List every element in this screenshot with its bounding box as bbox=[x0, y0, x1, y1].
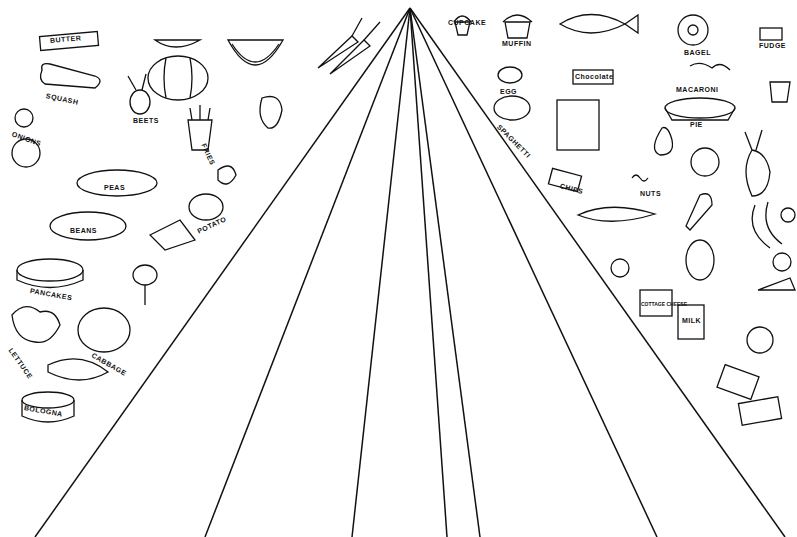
butter-sketch bbox=[40, 31, 99, 50]
tomato-sketch bbox=[773, 253, 791, 271]
chocolate-bar bbox=[573, 70, 613, 84]
squash-sketch bbox=[41, 64, 100, 88]
pear-sketch bbox=[654, 128, 672, 156]
food-label: BUTTER bbox=[50, 34, 82, 45]
pyramid-line bbox=[410, 8, 657, 537]
cabbage-sketch bbox=[78, 308, 130, 352]
food-label: CHIPS bbox=[559, 182, 584, 196]
food-label: FUDGE bbox=[759, 42, 786, 50]
fries-sketch bbox=[188, 105, 212, 150]
watermelon-rind bbox=[232, 44, 279, 62]
grapes-sketch bbox=[781, 208, 795, 222]
carrot-sketch bbox=[318, 36, 370, 74]
yogurt-cup bbox=[770, 82, 790, 102]
pancakes-stack bbox=[17, 270, 83, 288]
pyramid-line bbox=[410, 8, 785, 537]
steak-sketch bbox=[686, 240, 714, 280]
apple-sketch bbox=[747, 327, 773, 353]
beet-sketch bbox=[130, 90, 150, 114]
pyramid-line bbox=[205, 8, 410, 537]
spaghetti-plate bbox=[494, 96, 530, 120]
pyramid-lines bbox=[35, 8, 785, 537]
bagel-sketch bbox=[678, 15, 708, 45]
food-label: Chocolate bbox=[575, 73, 613, 81]
bagel-hole bbox=[688, 25, 698, 35]
food-label: ONIONS bbox=[11, 130, 43, 148]
food-label: EGG bbox=[500, 88, 517, 96]
nuts-sketch bbox=[632, 175, 648, 181]
pie-dish bbox=[665, 108, 735, 120]
food-label: PEAS bbox=[104, 184, 125, 192]
food-label: MUFFIN bbox=[502, 40, 531, 48]
pyramid-line bbox=[410, 8, 447, 537]
orange-sketch bbox=[691, 148, 719, 176]
beet-leaves bbox=[128, 74, 146, 90]
broccoli-sketch bbox=[133, 265, 157, 305]
food-label: COTTAGE CHEESE bbox=[641, 300, 687, 308]
egg-sketch bbox=[498, 67, 522, 83]
food-label: MACARONI bbox=[676, 86, 719, 94]
milk-carton bbox=[678, 305, 704, 339]
food-label: BAGEL bbox=[684, 49, 711, 57]
pumpkin-sketch bbox=[148, 56, 208, 100]
food-label: POTATO bbox=[196, 215, 227, 235]
food-label: MILK bbox=[682, 317, 701, 325]
bread-loaf bbox=[738, 397, 781, 426]
beans-plate bbox=[50, 212, 126, 240]
pyramid-line bbox=[410, 8, 480, 537]
food-label: SQUASH bbox=[45, 92, 79, 107]
food-label: FRIES bbox=[199, 142, 216, 166]
food-label: BEANS bbox=[70, 227, 97, 235]
food-sketches bbox=[12, 15, 795, 426]
food-label: NUTS bbox=[640, 190, 661, 198]
cookie-sketch bbox=[611, 259, 629, 277]
pumpkin-ribs bbox=[164, 58, 192, 98]
pyramid-line bbox=[35, 8, 410, 537]
pretzel-sketch bbox=[218, 166, 236, 184]
pineapple-sketch bbox=[745, 130, 770, 196]
food-label: BOLOGNA bbox=[23, 404, 63, 419]
icecream-cone bbox=[758, 278, 795, 290]
potato-sketch bbox=[189, 194, 223, 220]
avocado-sketch bbox=[155, 40, 200, 47]
carrot-tops bbox=[352, 18, 380, 40]
bologna-stack bbox=[22, 400, 74, 422]
drumstick-sketch bbox=[686, 194, 712, 230]
food-label: PANCAKES bbox=[29, 287, 73, 302]
food-label: PIE bbox=[690, 121, 703, 129]
fudge-sketch bbox=[760, 28, 782, 40]
food-label: CUPCAKE bbox=[448, 19, 486, 27]
muffin-sketch bbox=[503, 15, 532, 38]
fish-sketch bbox=[560, 15, 638, 34]
pancakes-sketch bbox=[17, 259, 83, 281]
cheese-sketch bbox=[150, 220, 195, 250]
macaroni-sketch bbox=[690, 63, 730, 70]
strawberry-sketch bbox=[260, 97, 282, 129]
onion-sketch bbox=[15, 109, 33, 127]
food-label: LETTUCE bbox=[7, 347, 34, 381]
peas-plate bbox=[77, 170, 157, 196]
pie-sketch bbox=[665, 98, 735, 118]
corn-sketch bbox=[578, 207, 655, 221]
pyramid-line bbox=[352, 8, 410, 537]
banana-sketch bbox=[752, 202, 782, 248]
food-label: BEETS bbox=[133, 117, 159, 125]
cereal-box bbox=[557, 100, 599, 150]
crackers-box bbox=[717, 365, 759, 400]
watermelon-sketch bbox=[228, 40, 283, 65]
lettuce-sketch bbox=[12, 307, 60, 343]
